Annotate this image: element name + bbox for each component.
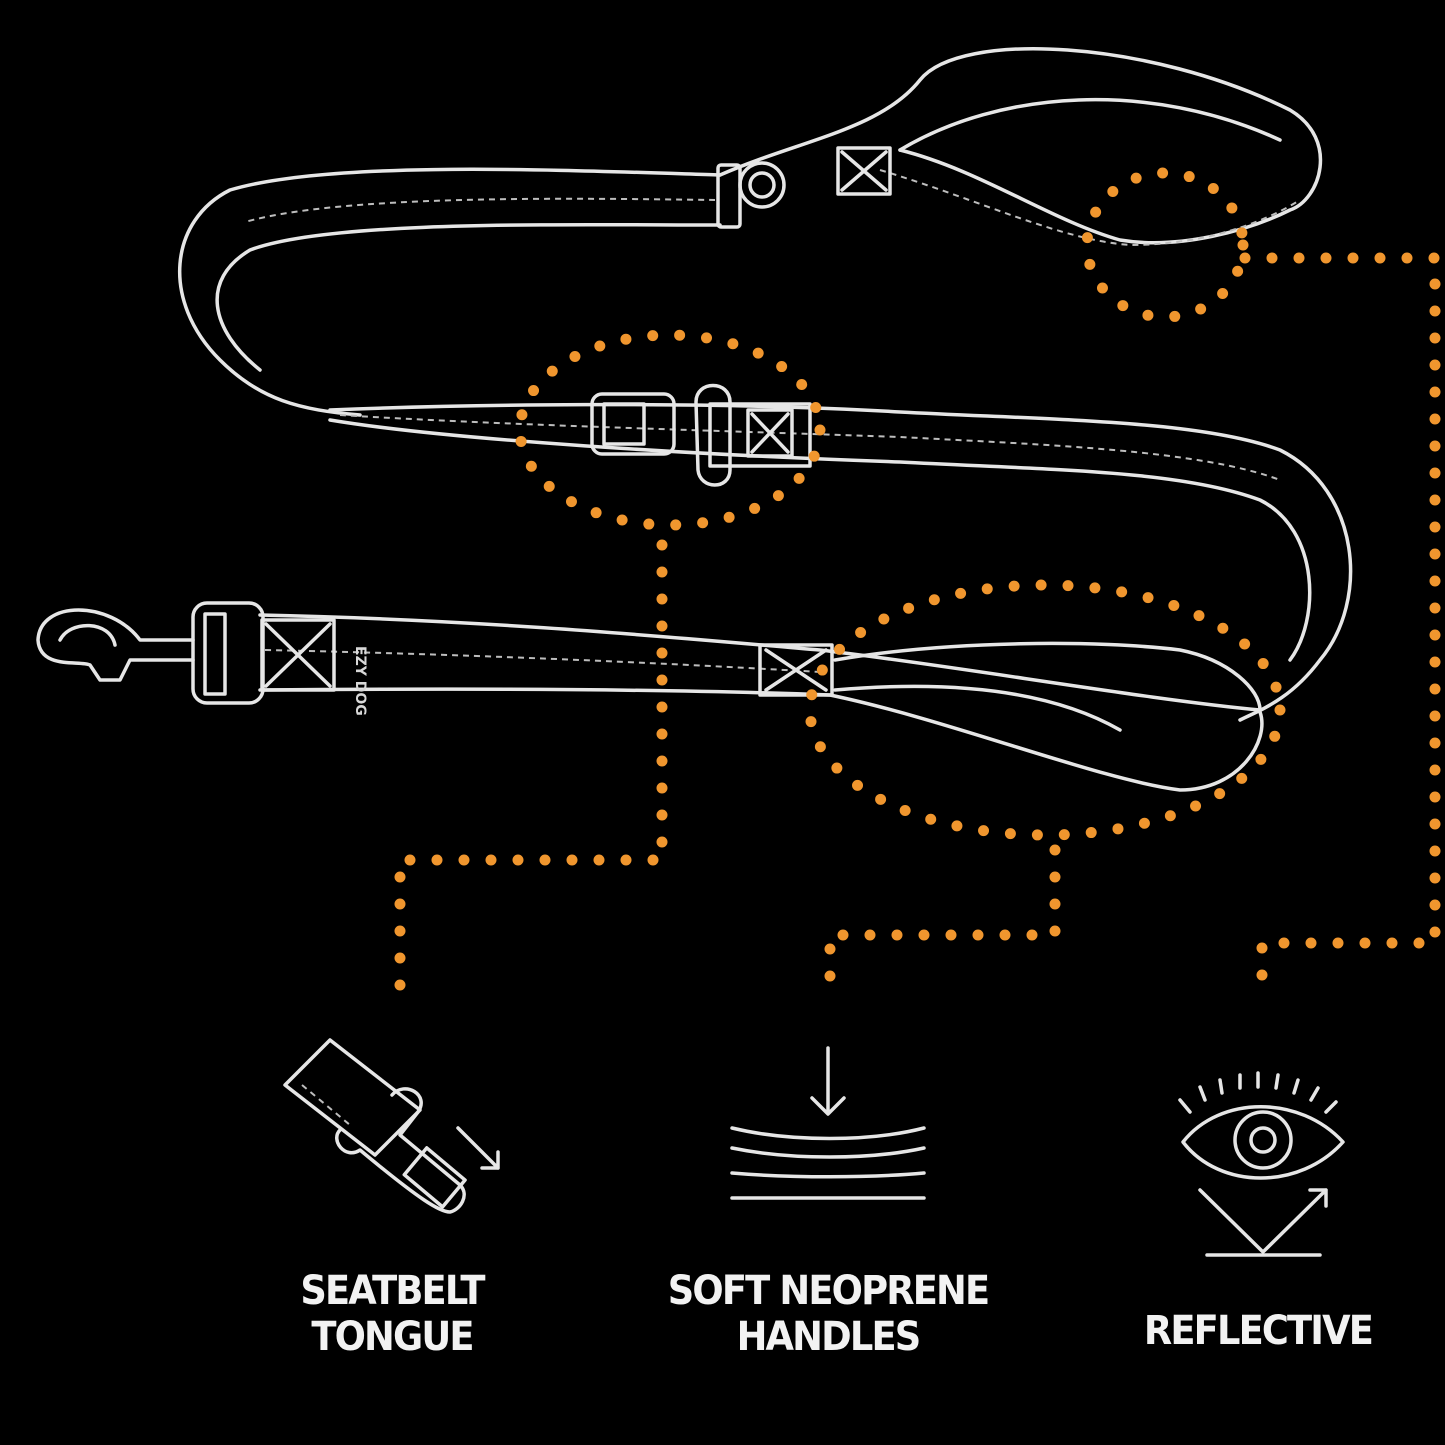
callout-circle-seatbelt <box>514 329 826 531</box>
cushion-pressure-icon <box>730 1046 926 1200</box>
callout-circle-neoprene <box>804 579 1286 841</box>
callout-dots <box>394 167 1441 1006</box>
callout-circle-reflective <box>1081 167 1249 323</box>
callout-line-seatbelt <box>394 539 668 1001</box>
feature-label-reflective: REFLECTIVE <box>1143 1308 1374 1354</box>
eye-reflection-icon <box>1178 1071 1345 1257</box>
callout-line-neoprene <box>824 844 1061 1001</box>
feature-label-neoprene: SOFT NEOPRENE HANDLES <box>667 1268 990 1360</box>
leash-illustration: EZY DOG <box>36 47 1353 792</box>
leash-tag-text: EZY DOG <box>352 646 368 716</box>
feature-label-seatbelt: SEATBELT TONGUE <box>300 1268 485 1360</box>
seatbelt-buckle-icon <box>283 1038 500 1214</box>
